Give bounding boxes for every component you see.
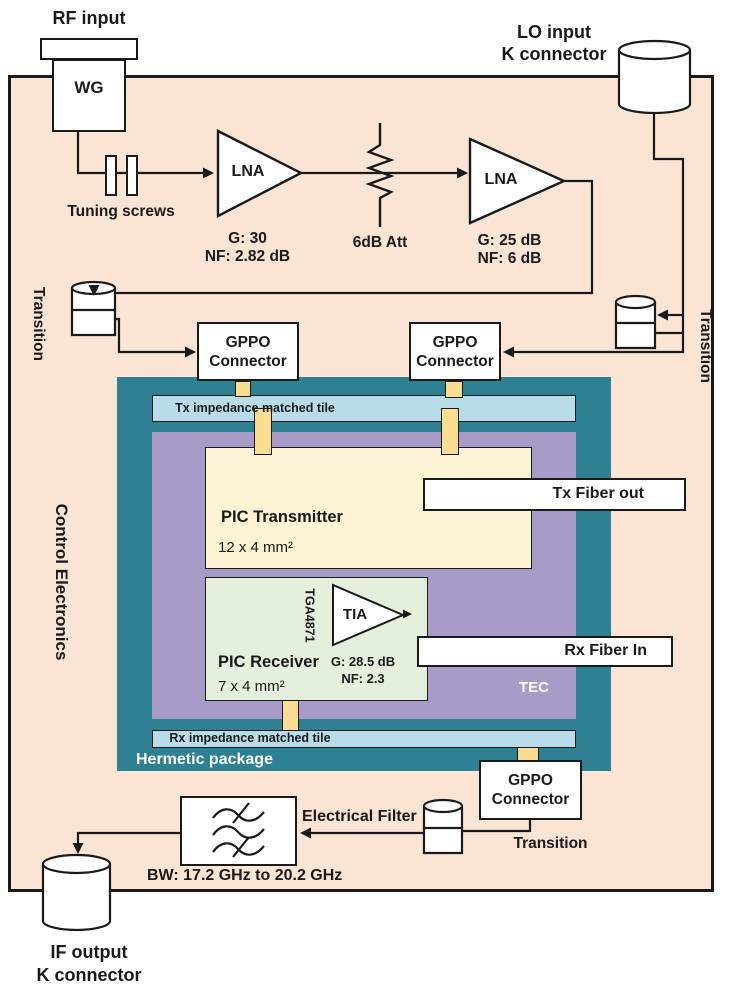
rx-fiber-in-box xyxy=(417,636,673,667)
arrow-into-gppo-tx xyxy=(185,346,196,358)
lna1-triangle xyxy=(216,129,304,218)
attenuator-label: 6dB Att xyxy=(352,234,408,252)
gppo-connector-tx-box xyxy=(197,322,299,381)
lna2-to-left-transition-line xyxy=(99,179,594,295)
transition-left-label: Transition xyxy=(29,286,47,362)
tuning-screws-label: Tuning screws xyxy=(67,203,175,221)
tuning-screw-1 xyxy=(105,155,117,196)
arrow-into-right-transition xyxy=(657,309,668,321)
tia-label: TIA xyxy=(342,605,368,623)
wg-to-lna1-line xyxy=(76,131,207,175)
rx-tile-label: Rx impedance matched tile xyxy=(169,731,331,746)
rx-fiber-in-label: Rx Fiber In xyxy=(564,642,647,660)
right-transition-cylinder xyxy=(614,302,657,350)
electrical-filter-label: Electrical Filter xyxy=(302,808,417,825)
tga4871-label: TGA4871 xyxy=(302,588,317,643)
tec-label: TEC xyxy=(519,679,549,696)
arrow-into-lna2 xyxy=(457,167,468,179)
pic-receiver-region xyxy=(205,577,428,701)
arrow-into-gppo-lo xyxy=(503,346,514,358)
filter-wave-2 xyxy=(212,825,265,839)
lna2-triangle xyxy=(468,137,567,225)
hermetic-package-label: Hermetic package xyxy=(136,751,273,768)
tx-tile-label: Tx impedance matched tile xyxy=(175,401,335,416)
lna1-specs: G: 30 NF: 2.82 dB xyxy=(204,229,291,266)
arrow-into-filter xyxy=(300,827,311,839)
pic-receiver-label: PIC Receiver xyxy=(218,653,319,671)
arrow-tia-output xyxy=(403,609,412,619)
if-output-label: IF output K connector xyxy=(36,942,142,985)
bottom-transition-cylinder-top xyxy=(422,798,464,814)
gppo-connector-lo-label: GPPO Connector xyxy=(416,333,494,370)
gppo-connector-tx-label: GPPO Connector xyxy=(209,333,287,370)
rf-tab-lo-upper xyxy=(445,381,463,398)
amplifiers xyxy=(216,129,567,647)
pic-transmitter-label: PIC Transmitter xyxy=(221,508,343,526)
lo-input-label: LO input K connector xyxy=(501,22,607,64)
arrow-into-if-connector xyxy=(72,843,84,854)
filter-slash-bottom xyxy=(232,836,250,858)
lo-to-gppo-line xyxy=(512,106,685,354)
gppo-connector-rx-label: GPPO Connector xyxy=(491,772,570,808)
bottom-transition-cylinder xyxy=(422,806,464,855)
waveguide-body xyxy=(52,59,126,132)
gppo-connector-lo-box xyxy=(409,322,501,381)
pic-transmitter-size: 12 x 4 mm² xyxy=(218,539,294,556)
tx-fiber-out-label: Tx Fiber out xyxy=(552,485,644,503)
lo-k-connector-cylinder xyxy=(617,50,692,115)
gppo-rx-to-transition-line xyxy=(462,820,532,833)
lo-k-connector-cylinder-top xyxy=(617,39,692,61)
arrow-into-left-transition xyxy=(88,285,100,296)
filter-slash-top xyxy=(232,802,250,824)
rf-tab-tx-upper xyxy=(235,381,251,397)
lna1-label: LNA xyxy=(231,162,265,180)
connector-cylinders xyxy=(41,39,692,932)
left-transition-cylinder xyxy=(70,288,117,337)
rf-tab-lo-lower xyxy=(441,408,459,455)
gppo-connector-rx-box xyxy=(479,760,582,820)
filter-symbol xyxy=(212,802,265,858)
filter-to-if-line xyxy=(76,831,180,845)
pic-receiver-size: 7 x 4 mm² xyxy=(218,678,285,695)
tx-impedance-tile xyxy=(152,395,576,422)
rf-tab-tx-lower xyxy=(254,408,272,455)
right-transition-cylinder-top xyxy=(614,294,657,310)
lna2-label: LNA xyxy=(484,170,518,188)
arrow-into-lna1 xyxy=(203,167,214,179)
transition-bottom-label: Transition xyxy=(513,835,588,853)
rx-impedance-tile xyxy=(152,730,576,748)
tuning-screw-2 xyxy=(126,155,138,196)
tx-fiber-out-box xyxy=(423,478,686,511)
tia-triangle xyxy=(332,583,406,647)
left-transition-to-gppo-line xyxy=(115,317,188,354)
control-electronics-label: Control Electronics xyxy=(51,503,71,661)
if-k-connector-cylinder xyxy=(41,864,112,932)
rf-tab-rx-upper xyxy=(282,700,299,731)
transition-right-label: Transition xyxy=(696,308,714,384)
attenuator-resistor-symbol xyxy=(365,123,395,227)
tia-specs: G: 28.5 dB NF: 2.3 xyxy=(330,653,396,687)
tuning-screws-symbol xyxy=(105,155,138,196)
rf-input-label: RF input xyxy=(52,7,126,28)
wg-label: WG xyxy=(74,78,104,98)
flow-arrowheads xyxy=(72,167,668,854)
lna2-specs: G: 25 dB NF: 6 dB xyxy=(477,231,542,268)
if-k-connector-cylinder-top xyxy=(41,853,112,875)
filter-bandwidth-label: BW: 17.2 GHz to 20.2 GHz xyxy=(147,867,343,884)
